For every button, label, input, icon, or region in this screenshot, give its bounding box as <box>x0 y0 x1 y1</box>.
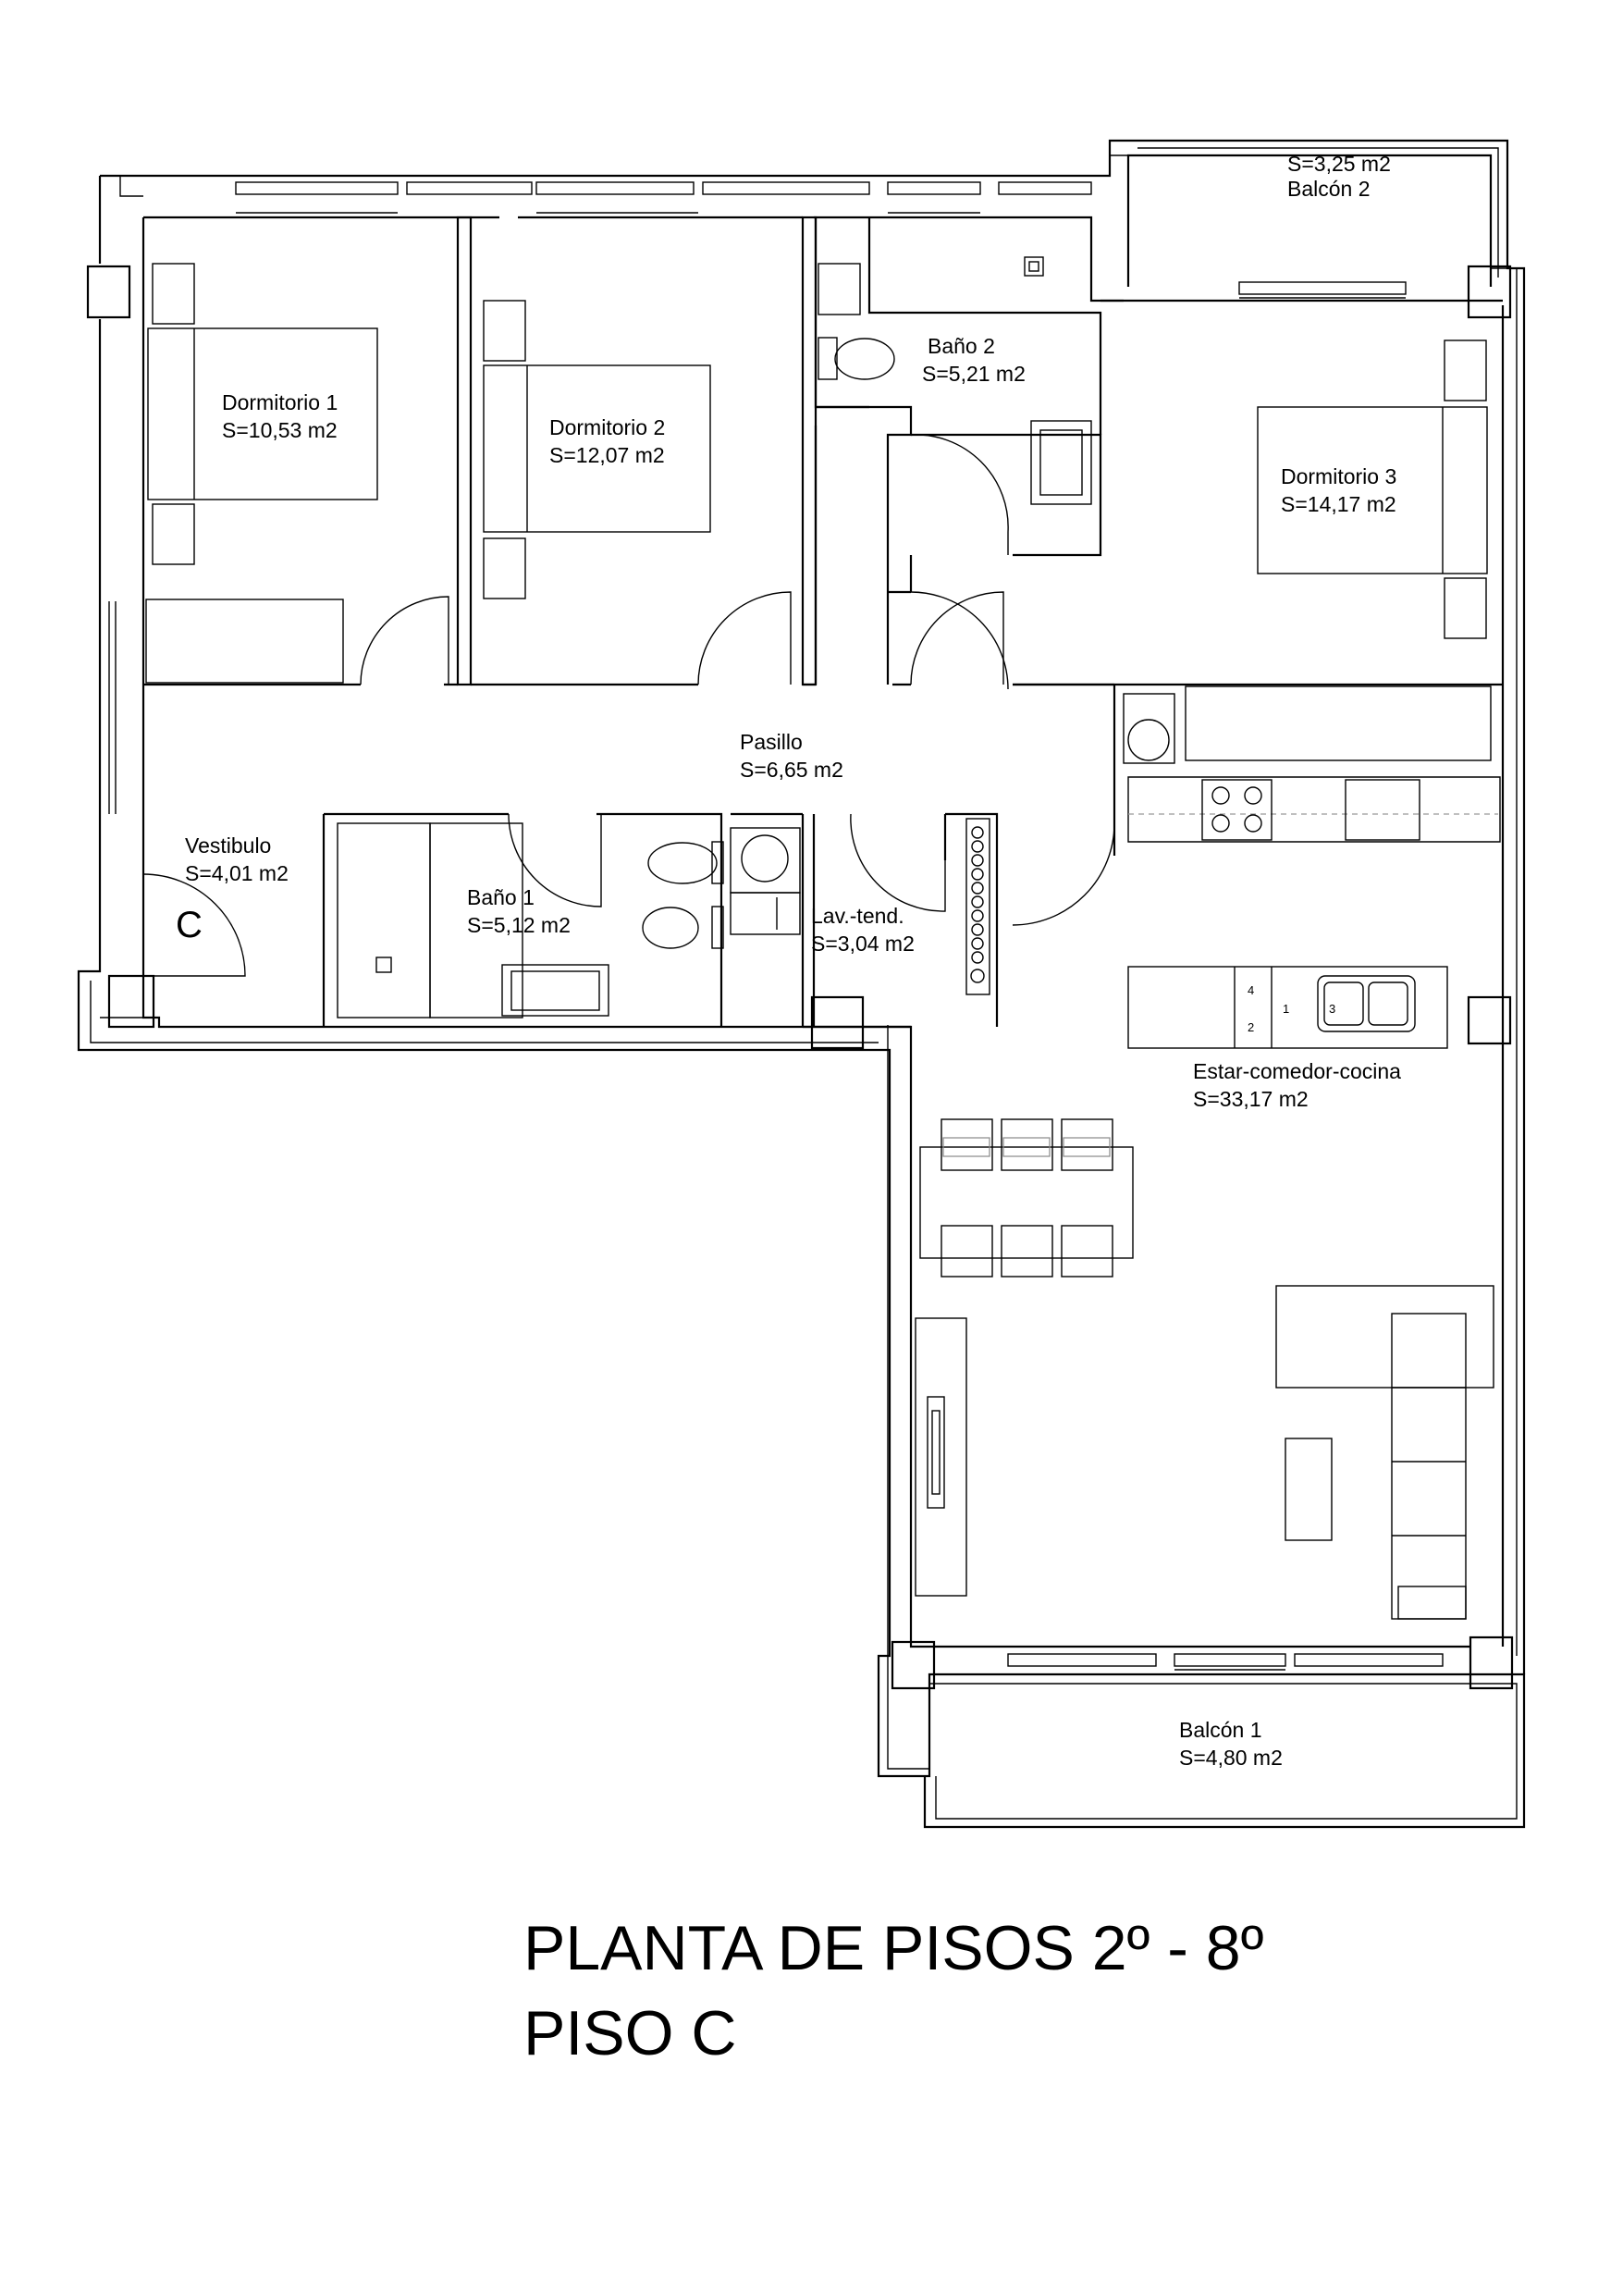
exterior-walls <box>77 139 1526 1829</box>
kitchen-furniture: 4 2 1 3 <box>1123 685 1501 1049</box>
room-area-bano-2: S=5,21 m2 <box>922 362 1026 386</box>
hob-number-1: 1 <box>1283 1002 1289 1016</box>
room-name-vestibulo: Vestibulo <box>185 833 271 858</box>
dormitorio-2-furniture <box>483 300 711 599</box>
room-area-dormitorio-1: S=10,53 m2 <box>222 418 338 442</box>
room-area-bano-1: S=5,12 m2 <box>467 913 571 937</box>
room-name-bano-2: Baño 2 <box>928 334 995 358</box>
dormitorio-1-furniture <box>145 263 378 684</box>
title-block: PLANTA DE PISOS 2º - 8º PISO C <box>523 1906 1263 2076</box>
room-name-pasillo: Pasillo <box>740 730 803 754</box>
room-area-estar: S=33,17 m2 <box>1193 1087 1309 1111</box>
room-name-dormitorio-1: Dormitorio 1 <box>222 390 338 414</box>
room-name-balcon-2: Balcón 2 <box>1287 177 1371 201</box>
doors <box>142 434 1115 977</box>
hob-number-2: 2 <box>1248 1020 1254 1034</box>
hob-number-3: 3 <box>1329 1002 1335 1016</box>
room-area-balcon-1: S=4,80 m2 <box>1179 1746 1283 1770</box>
dormitorio-3-furniture <box>1257 339 1488 639</box>
room-area-dormitorio-3: S=14,17 m2 <box>1281 492 1396 516</box>
room-name-balcon-1: Balcón 1 <box>1179 1718 1262 1742</box>
room-area-balcon-2: S=3,25 m2 <box>1287 152 1391 176</box>
room-name-bano-1: Baño 1 <box>467 885 535 909</box>
living-furniture <box>915 1118 1494 1620</box>
hob-number-4: 4 <box>1248 983 1254 997</box>
room-area-pasillo: S=6,65 m2 <box>740 758 843 782</box>
room-area-lavadero: S=3,04 m2 <box>811 932 915 956</box>
room-name-estar: Estar-comedor-cocina <box>1193 1059 1401 1083</box>
room-labels: Dormitorio 1 S=10,53 m2 Dormitorio 2 S=1… <box>176 152 1401 1770</box>
bano-1-furniture <box>337 822 724 1018</box>
entrance-mark: C <box>176 905 203 945</box>
bano-2-furniture <box>818 256 1092 505</box>
room-name-dormitorio-3: Dormitorio 3 <box>1281 464 1396 488</box>
lavadero-furniture <box>730 818 990 995</box>
windows <box>235 181 1444 1671</box>
room-name-lavadero: Lav.-tend. <box>811 904 904 928</box>
pillars <box>86 265 1514 1690</box>
room-area-vestibulo: S=4,01 m2 <box>185 861 289 885</box>
plan-subtitle: PISO C <box>523 1998 737 2068</box>
interior-walls <box>143 216 1503 1029</box>
room-area-dormitorio-2: S=12,07 m2 <box>549 443 665 467</box>
plan-title: PLANTA DE PISOS 2º - 8º <box>523 1913 1264 1983</box>
room-name-dormitorio-2: Dormitorio 2 <box>549 415 665 439</box>
